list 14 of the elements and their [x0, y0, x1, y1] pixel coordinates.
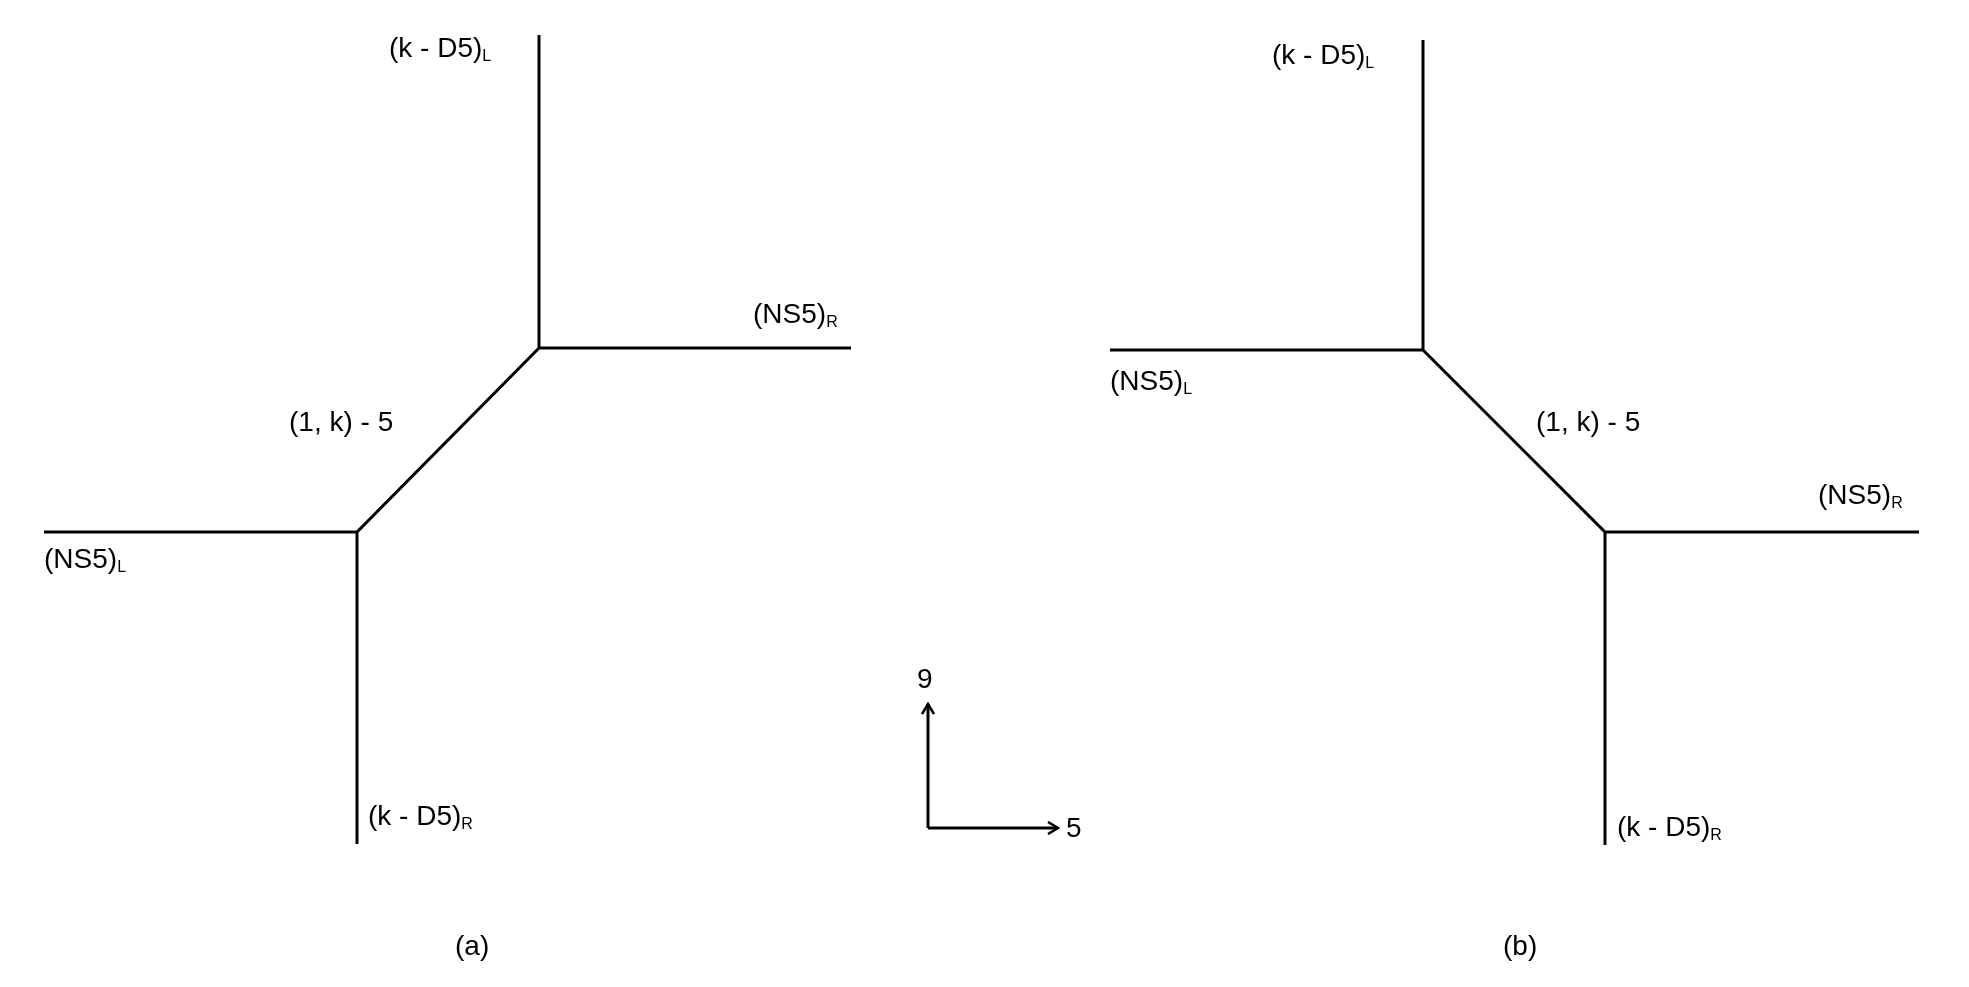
panel-caption: (b) [1503, 929, 1538, 963]
axis-label: 9 [917, 662, 933, 696]
brane-label: (k - D5)$_{L}$ [389, 31, 492, 66]
panel-caption: (a) [455, 929, 490, 963]
brane-label: (k - D5)$_{L}$ [1272, 38, 1375, 73]
brane-label: (NS5)$_{R}$ [1818, 478, 1903, 513]
brane-label: (1, k) - 5 [289, 405, 394, 439]
axis-label: 5 [1066, 811, 1082, 845]
brane-label: (NS5)$_{L}$ [44, 542, 127, 577]
brane-label: (k - D5)$_{R}$ [368, 799, 473, 834]
brane-label: (NS5)$_{R}$ [753, 297, 838, 332]
brane-label: (NS5)$_{L}$ [1110, 364, 1193, 399]
brane-label: (k - D5)$_{R}$ [1617, 810, 1722, 845]
brane-label: (1, k) - 5 [1536, 405, 1641, 439]
